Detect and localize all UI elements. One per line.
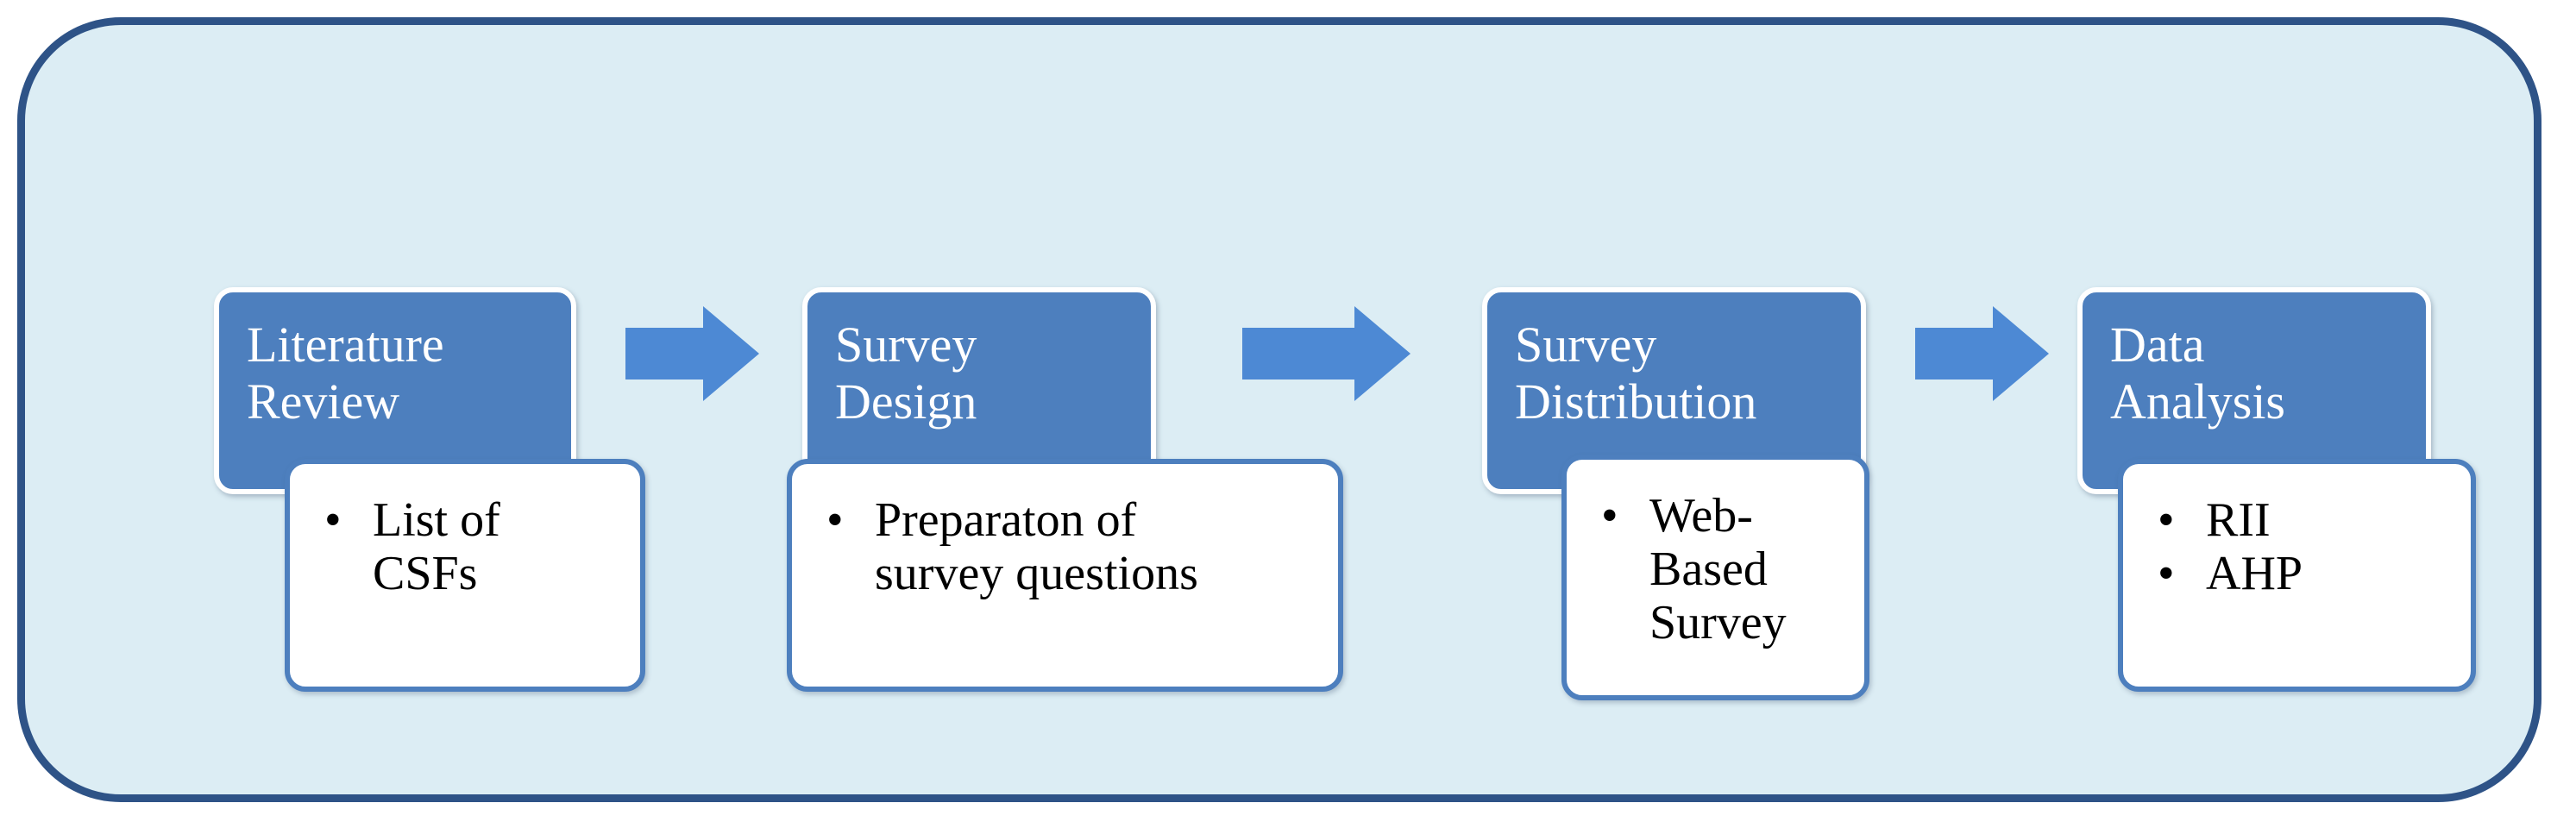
step-title-line: Design [835, 373, 977, 430]
detail-bullet: AHP [2158, 547, 2453, 600]
step-detail-box: Web- Based Survey [1561, 455, 1869, 700]
detail-bullet: RII [2158, 493, 2453, 547]
step-title-line: Survey [835, 317, 977, 373]
step-title-line: Survey [1515, 317, 1657, 373]
bullet-line: survey questions [875, 547, 1198, 600]
step-detail-box: List of CSFs [285, 459, 645, 692]
step-title-line: Distribution [1515, 373, 1757, 430]
flow-arrow-icon [1915, 306, 2049, 401]
bullet-line: RII [2206, 493, 2271, 547]
detail-bullet: List of CSFs [324, 493, 623, 600]
step-title-line: Literature [247, 317, 444, 373]
bullet-line: Based [1649, 543, 1768, 596]
step-detail-box: Preparaton of survey questions [787, 459, 1343, 692]
step-title-line: Data [2110, 317, 2205, 373]
bullet-line: Web- [1649, 489, 1753, 543]
bullet-line: Survey [1649, 596, 1787, 649]
bullet-line: Preparaton of [875, 493, 1137, 547]
flow-arrow-icon [1242, 306, 1411, 401]
bullet-line: CSFs [373, 547, 478, 600]
bullet-line: List of [373, 493, 500, 547]
detail-bullet: Web- Based Survey [1601, 489, 1847, 649]
flow-arrow-icon [625, 306, 759, 401]
step-title-line: Analysis [2110, 373, 2285, 430]
step-title-line: Review [247, 373, 400, 430]
bullet-line: AHP [2206, 547, 2303, 600]
detail-bullet: Preparaton of survey questions [826, 493, 1321, 600]
step-detail-box: RII AHP [2118, 459, 2476, 692]
